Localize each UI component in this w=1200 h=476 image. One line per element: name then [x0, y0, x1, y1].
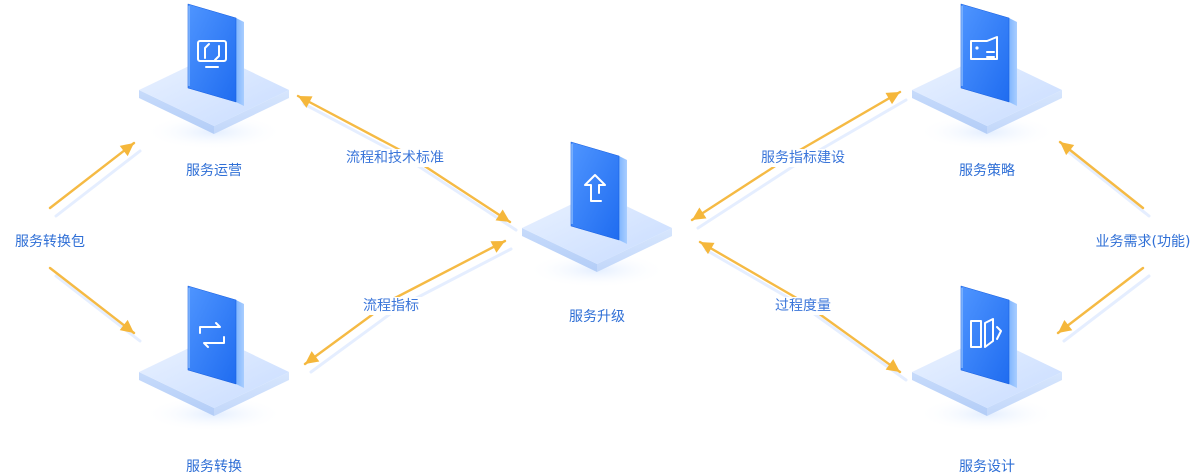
node-label-strategy: 服务策略: [959, 163, 1015, 179]
design-pen-icon: [970, 318, 1002, 348]
side-label-left: 服务转换包: [13, 233, 87, 251]
cycle-arrows-icon: [199, 322, 225, 348]
arrow-head: [490, 241, 505, 253]
arrow-head: [700, 242, 715, 255]
node-ops: [139, 3, 289, 150]
node-upgrade: [522, 141, 672, 288]
node-label-ops: 服务运营: [186, 163, 242, 179]
monitor-sync-icon: [197, 40, 227, 68]
connections: [48, 90, 1151, 382]
node-label-design: 服务设计: [959, 459, 1015, 475]
connector-arrow: [1056, 266, 1151, 343]
arrow-head: [885, 359, 900, 372]
arrow-head: [495, 209, 510, 222]
arrow-head: [1060, 142, 1075, 156]
edge-label-process-tech: 流程和技术标准: [343, 149, 447, 167]
tile: [187, 285, 237, 385]
node-label-convert: 服务转换: [186, 459, 242, 475]
connector-arrow: [393, 239, 513, 308]
arrow-head: [305, 351, 320, 364]
connector-arrow: [1058, 140, 1151, 218]
connector-arrow: [48, 266, 142, 343]
arrow-head: [885, 92, 900, 105]
nodes: [139, 3, 1062, 432]
connector-arrow: [48, 141, 142, 218]
arrow-head: [119, 143, 134, 157]
arrow-head: [119, 319, 134, 333]
arrow-head: [1058, 319, 1073, 333]
edge-label-metrics-build: 服务指标建设: [758, 149, 848, 167]
edge-label-process-metrics: 流程指标: [360, 297, 422, 315]
arrow-head: [692, 207, 707, 220]
node-label-upgrade: 服务升级: [569, 309, 625, 325]
connector-arrow: [798, 90, 908, 160]
node-design: [912, 285, 1062, 432]
node-convert: [139, 285, 289, 432]
tile: [960, 3, 1010, 103]
upgrade-arrow-icon: [584, 174, 606, 202]
tile: [570, 141, 620, 241]
side-label-right: 业务需求(功能): [1093, 233, 1193, 251]
node-strategy: [912, 3, 1062, 150]
edge-label-process-measure: 过程度量: [772, 297, 834, 315]
arrow-head: [298, 96, 313, 108]
tile: [187, 3, 237, 103]
flag-list-icon: [970, 36, 998, 60]
